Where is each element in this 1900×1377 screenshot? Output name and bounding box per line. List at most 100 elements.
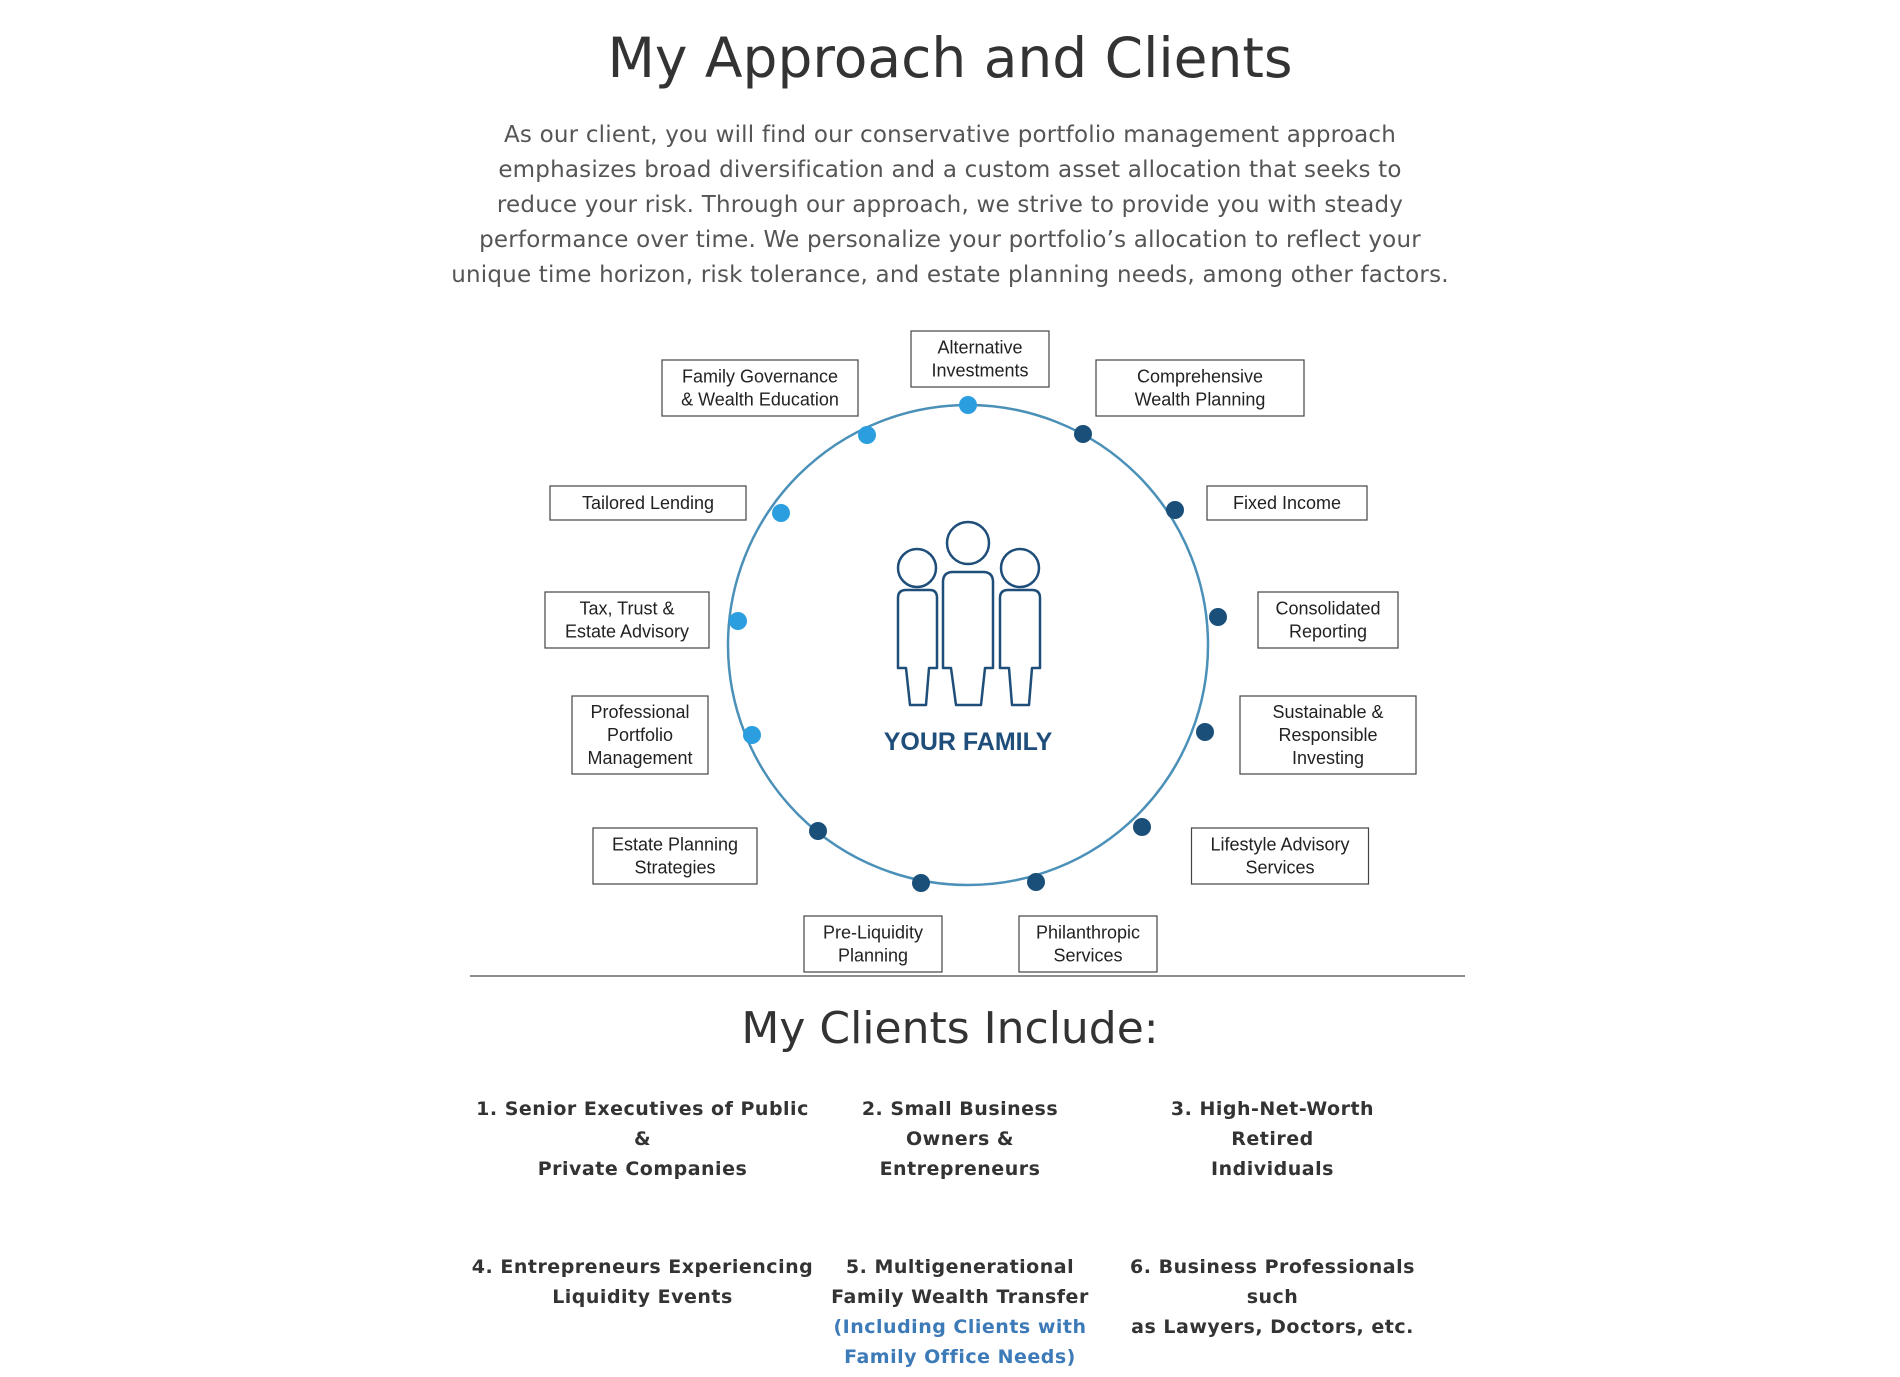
service-label-box bbox=[1190, 827, 1370, 885]
service-label-line: Family Governance bbox=[682, 367, 838, 387]
service-dot bbox=[809, 822, 827, 840]
client-line: Owners & bbox=[906, 1128, 1014, 1150]
service-label-box bbox=[1018, 915, 1158, 973]
page-title: My Approach and Clients bbox=[607, 26, 1293, 90]
service-label-box bbox=[592, 827, 758, 885]
client-line: Entrepreneurs bbox=[879, 1158, 1041, 1180]
service-dot bbox=[1166, 501, 1184, 519]
client-line: 3. High-Net-Worth bbox=[1170, 1098, 1375, 1120]
intro-line: performance over time. We personalize yo… bbox=[479, 227, 1421, 253]
service-label-box bbox=[803, 915, 943, 973]
service-fixed-income: Fixed Income bbox=[1166, 485, 1368, 521]
service-label-line: & Wealth Education bbox=[681, 390, 839, 410]
service-label-line: Wealth Planning bbox=[1135, 390, 1266, 410]
intro-line: reduce your risk. Through our approach, … bbox=[496, 192, 1404, 218]
service-label-box bbox=[549, 485, 747, 521]
service-label-line: Management bbox=[587, 748, 692, 768]
service-label-line: Tailored Lending bbox=[582, 493, 714, 513]
client-type-2: 2. Small Business Owners & Entrepreneurs bbox=[820, 1094, 1100, 1184]
client-type-1: 1. Senior Executives of Public & Private… bbox=[470, 1094, 815, 1184]
service-label-box bbox=[571, 695, 709, 775]
service-tailored-lending: Tailored Lending bbox=[549, 485, 790, 522]
client-note-line: (Including Clients with bbox=[833, 1316, 1087, 1338]
service-label-line: Estate Advisory bbox=[565, 622, 689, 642]
service-family-governance: Family Governance & Wealth Education bbox=[661, 359, 876, 444]
service-label-line: Portfolio bbox=[607, 725, 673, 745]
service-dot bbox=[1133, 818, 1151, 836]
intro-paragraph: As our client, you will find our conserv… bbox=[400, 118, 1500, 293]
service-label-line: Tax, Trust & bbox=[579, 599, 674, 619]
service-label-line: Strategies bbox=[634, 858, 715, 878]
family-icon bbox=[896, 520, 1042, 707]
intro-line: emphasizes broad diversification and a c… bbox=[498, 157, 1402, 183]
client-line: Liquidity Events bbox=[552, 1286, 733, 1308]
service-label-line: Investments bbox=[931, 361, 1028, 381]
service-label-box bbox=[1257, 591, 1399, 649]
service-dot bbox=[959, 396, 977, 414]
client-line: Private Companies bbox=[537, 1158, 748, 1180]
service-label-box bbox=[1206, 485, 1368, 521]
section-divider bbox=[470, 975, 1465, 977]
client-type-6: 6. Business Professionals such as Lawyer… bbox=[1105, 1252, 1440, 1342]
service-dot bbox=[1027, 873, 1045, 891]
service-label-line: Fixed Income bbox=[1233, 493, 1341, 513]
service-label-line: Sustainable & bbox=[1272, 702, 1383, 722]
service-label-box bbox=[544, 591, 710, 649]
client-line: Family Wealth Transfer bbox=[831, 1286, 1089, 1308]
service-label-line: Investing bbox=[1292, 748, 1364, 768]
service-dot bbox=[743, 726, 761, 744]
intro-line: unique time horizon, risk tolerance, and… bbox=[451, 262, 1449, 288]
service-label-line: Responsible bbox=[1278, 725, 1377, 745]
client-note-line: Family Office Needs) bbox=[844, 1346, 1076, 1368]
service-label-box bbox=[1095, 359, 1305, 417]
clients-title: My Clients Include: bbox=[741, 1003, 1159, 1054]
client-type-4: 4. Entrepreneurs Experiencing Liquidity … bbox=[470, 1252, 815, 1312]
services-ring bbox=[726, 403, 1210, 887]
service-label-line: Philanthropic bbox=[1036, 923, 1140, 943]
client-line: 2. Small Business bbox=[861, 1098, 1059, 1120]
service-label-line: Consolidated bbox=[1275, 599, 1380, 619]
service-dot bbox=[1074, 425, 1092, 443]
service-label-line: Pre-Liquidity bbox=[823, 923, 923, 943]
client-type-5: 5. Multigenerational Family Wealth Trans… bbox=[820, 1252, 1100, 1372]
service-label-line: Lifestyle Advisory bbox=[1210, 835, 1349, 855]
service-label-box bbox=[661, 359, 859, 417]
service-dot bbox=[772, 504, 790, 522]
client-type-3: 3. High-Net-Worth Retired Individuals bbox=[1130, 1094, 1415, 1184]
client-line: 1. Senior Executives of Public & bbox=[476, 1098, 809, 1150]
service-label-line: Alternative bbox=[937, 338, 1022, 358]
service-label-line: Services bbox=[1245, 858, 1314, 878]
service-label-line: Comprehensive bbox=[1137, 367, 1263, 387]
service-dot bbox=[729, 612, 747, 630]
service-label-line: Estate Planning bbox=[612, 835, 738, 855]
client-line: as Lawyers, Doctors, etc. bbox=[1131, 1316, 1414, 1338]
service-label-line: Professional bbox=[590, 702, 689, 722]
intro-line: As our client, you will find our conserv… bbox=[503, 122, 1397, 148]
service-dot bbox=[858, 426, 876, 444]
client-line: Individuals bbox=[1211, 1158, 1334, 1180]
service-label-box bbox=[1239, 695, 1417, 775]
client-line: Retired bbox=[1231, 1128, 1314, 1150]
client-line: 6. Business Professionals such bbox=[1130, 1256, 1415, 1308]
service-label-line: Reporting bbox=[1289, 622, 1367, 642]
client-line: 4. Entrepreneurs Experiencing bbox=[471, 1256, 814, 1278]
your-family-label: YOUR FAMILY bbox=[884, 728, 1053, 756]
service-label-line: Planning bbox=[838, 946, 908, 966]
client-line: 5. Multigenerational bbox=[845, 1256, 1075, 1278]
service-label-box bbox=[910, 330, 1050, 388]
service-dot bbox=[912, 874, 930, 892]
service-label-line: Services bbox=[1053, 946, 1122, 966]
service-dot bbox=[1196, 723, 1214, 741]
service-tax-trust-estate: Tax, Trust & Estate Advisory bbox=[544, 591, 747, 649]
